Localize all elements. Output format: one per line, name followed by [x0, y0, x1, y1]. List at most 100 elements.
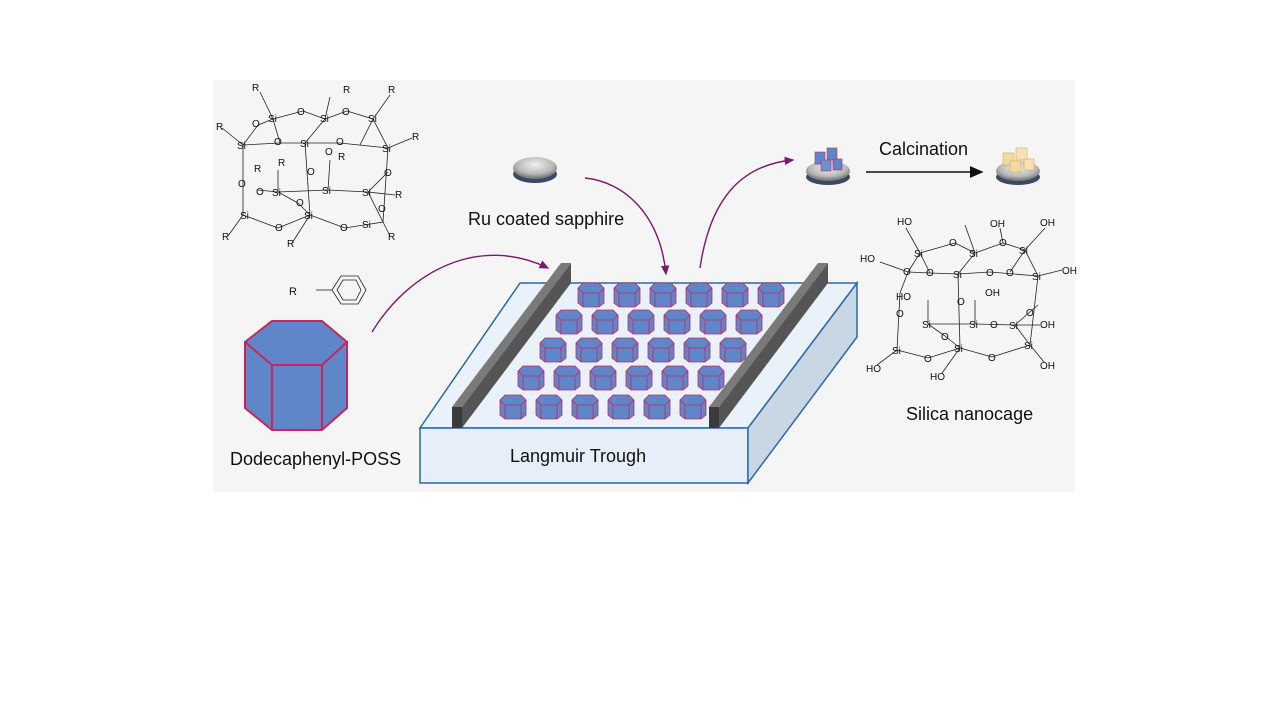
poss-prism — [735, 309, 763, 335]
oh-label-8: OH — [1040, 320, 1055, 331]
poss-prism — [499, 394, 527, 420]
r-group-label: R — [289, 286, 297, 298]
poss-prism — [683, 337, 711, 363]
poss-prism — [625, 365, 653, 391]
r-label-11: R — [287, 239, 294, 250]
o-label-12: O — [275, 223, 283, 234]
oh-label-9: HO — [866, 364, 881, 375]
r-label-8: R — [338, 152, 345, 163]
si2-label-10: Si — [954, 344, 963, 355]
o-label-1: O — [252, 119, 260, 130]
poss-prism — [535, 394, 563, 420]
o2-label-3: O — [903, 267, 911, 278]
poss-prism — [627, 309, 655, 335]
o-label-9: O — [325, 147, 333, 158]
poss-monolayer — [499, 282, 785, 420]
si2-label-11: Si — [1024, 341, 1033, 352]
poss-prism — [719, 337, 747, 363]
r-label-9: R — [395, 190, 402, 201]
poss-prism — [757, 282, 785, 308]
poss-prism — [721, 282, 749, 308]
poss-prism — [679, 394, 707, 420]
phenyl-ring-icon: R — [289, 275, 367, 305]
calcination-label: Calcination — [879, 139, 968, 159]
o2-label-12: O — [924, 354, 932, 365]
o2-label-9: O — [1026, 308, 1034, 319]
o2-label-8: O — [957, 297, 965, 308]
si2-label-7: Si — [969, 320, 978, 331]
r-label-1: R — [252, 83, 259, 94]
r-label-6: R — [254, 164, 261, 175]
o-label-5: O — [336, 137, 344, 148]
arrow-poss-to-trough — [371, 254, 550, 333]
oh-label-1: HO — [897, 217, 912, 228]
poss-prism — [611, 337, 639, 363]
si2-label-8: Si — [1009, 321, 1018, 332]
o-label-11: O — [296, 198, 304, 209]
o2-label-5: O — [986, 268, 994, 279]
o2-label-6: O — [1006, 268, 1014, 279]
poss-prism — [577, 282, 605, 308]
si2-label-9: Si — [892, 346, 901, 357]
left-barrier — [452, 263, 571, 428]
poss-on-disc-icon — [806, 147, 850, 185]
poss-prism — [555, 309, 583, 335]
o2-label-2: O — [999, 238, 1007, 249]
o2-label-10: O — [941, 332, 949, 343]
r-label-7: R — [278, 158, 285, 169]
poss-name-label: Dodecaphenyl-POSS — [230, 449, 401, 469]
poss-prism — [697, 365, 725, 391]
arrow-trough-to-disc — [699, 156, 795, 269]
si2-label-1: Si — [914, 249, 923, 260]
o-label-14: O — [378, 204, 386, 215]
o-label-10: O — [384, 168, 392, 179]
poss-structure: R R R R R R R R R R R R Si Si Si Si Si S… — [216, 83, 419, 250]
si2-label-2: Si — [969, 249, 978, 260]
calcined-disc-icon — [996, 147, 1040, 185]
o-label-7: O — [256, 187, 264, 198]
oh-label-11: OH — [1040, 361, 1055, 372]
poss-prism — [591, 309, 619, 335]
poss-prism — [539, 337, 567, 363]
si2-label-3: Si — [1019, 246, 1028, 257]
ru-sapphire-disc-icon — [513, 157, 557, 183]
o-label-3: O — [342, 107, 350, 118]
si-label-4: Si — [237, 141, 246, 152]
r-label-5: R — [412, 132, 419, 143]
si-label-12: Si — [362, 220, 371, 231]
poss-prism — [643, 394, 671, 420]
o-label-4: O — [274, 137, 282, 148]
si2-label-4: Si — [953, 270, 962, 281]
oh-label-2: OH — [990, 219, 1005, 230]
right-barrier — [709, 263, 828, 428]
poss-prism — [553, 365, 581, 391]
silica-label: Silica nanocage — [906, 404, 1033, 424]
si-label-3: Si — [368, 114, 377, 125]
oh-label-4: HO — [860, 254, 875, 265]
poss-prism — [613, 282, 641, 308]
o2-label-7: O — [896, 309, 904, 320]
si-label-1: Si — [268, 114, 277, 125]
o-label-6: O — [238, 179, 246, 190]
si2-label-5: Si — [1032, 272, 1041, 283]
oh-label-3: OH — [1040, 218, 1055, 229]
poss-prism — [589, 365, 617, 391]
trough-label: Langmuir Trough — [510, 446, 646, 466]
poss-prism — [685, 282, 713, 308]
si-label-7: Si — [272, 188, 281, 199]
poss-prism — [663, 309, 691, 335]
poss-prism — [649, 282, 677, 308]
si-label-2: Si — [320, 114, 329, 125]
r-label-4: R — [216, 122, 223, 133]
poss-prism — [607, 394, 635, 420]
o2-label-1: O — [949, 238, 957, 249]
poss-prism — [661, 365, 689, 391]
poss-prism — [575, 337, 603, 363]
ru-sapphire-label: Ru coated sapphire — [468, 209, 624, 229]
silica-nanocage-structure: HO OH OH HO OH HO OH OH HO HO OH Si Si S… — [860, 217, 1077, 383]
si2-label-6: Si — [922, 320, 931, 331]
poss-prism — [571, 394, 599, 420]
poss-prism — [517, 365, 545, 391]
si-label-11: Si — [304, 211, 313, 222]
poss-hexagonal-prism — [244, 320, 348, 431]
